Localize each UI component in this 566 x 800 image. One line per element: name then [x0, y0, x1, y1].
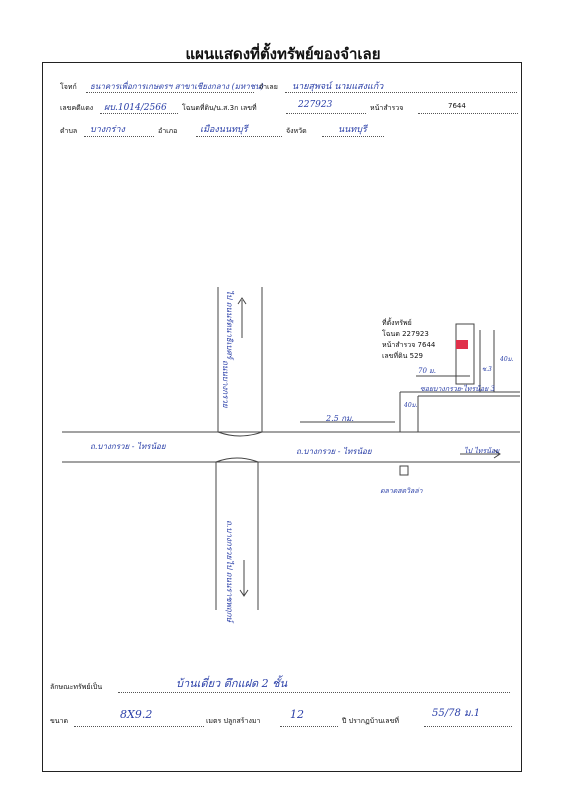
- subdistrict-line: [84, 136, 154, 137]
- plaintiff-label: โจทก์: [60, 83, 77, 91]
- survey-line: [418, 113, 518, 114]
- main-road-right-label: ถ.บางกรวย - ไทรน้อย: [296, 447, 372, 456]
- size-value: 8X9.2: [120, 708, 153, 721]
- house-number-line: [424, 726, 512, 727]
- survey-value: 7644: [448, 102, 466, 110]
- lane-a-label: 40ม.: [404, 402, 418, 409]
- year-label: ปี ปรากฏบ้านเลขที่: [342, 717, 399, 725]
- property-type-label: ลักษณะทรัพย์เป็น: [50, 683, 103, 691]
- property-type-value: บ้านเดี่ยว ตึกแฝด 2 ชั้น: [176, 677, 288, 690]
- survey-label: หน้าสำรวจ: [370, 104, 404, 112]
- subdistrict-label: ตำบล: [60, 127, 78, 135]
- south-arrow-head: [239, 589, 249, 597]
- lane-c-label: ซ.3: [482, 366, 492, 373]
- landmark-label: ตลาดสดวิลล่า: [380, 487, 423, 495]
- age-line: [280, 726, 338, 727]
- district-value: เมืองนนทบุรี: [200, 125, 248, 135]
- size-line: [74, 726, 204, 727]
- main-road-direction: ไป ไทรน้อย: [464, 447, 500, 455]
- defendant-value: นายสุพจน์ นามแสงแก้ว: [292, 82, 384, 92]
- road-south-name: ถ.บางกรวย: [225, 520, 234, 560]
- house-number-value: 55/78 ม.1: [432, 708, 481, 719]
- page-title: แผนแสดงที่ตั้งทรัพย์ของจำเลย: [185, 45, 381, 63]
- defendant-line: [285, 92, 517, 93]
- form-frame: [42, 62, 522, 772]
- road-north-direction: ไป ถนนรัตนาธิเบศร์: [225, 290, 234, 359]
- case-line: [100, 113, 178, 114]
- case-value: ผบ.1014/2566: [104, 103, 167, 113]
- road-south-direction: ไป ถนนราชพฤกษ์: [225, 560, 234, 622]
- size-label: ขนาด: [50, 717, 69, 725]
- property-note-4: เลขที่ดิน 529: [382, 352, 423, 360]
- soi-distance-label: 70 ม.: [418, 367, 436, 375]
- property-note-1: ที่ตั้งทรัพย์: [382, 319, 412, 327]
- meter-label: เมตร ปลูกสร้างมา: [206, 717, 261, 725]
- property-note-3: หน้าสำรวจ 7644: [382, 341, 436, 349]
- intersection-curve-top: [217, 431, 263, 437]
- age-value: 12: [290, 708, 304, 721]
- province-value: นนทบุรี: [338, 125, 367, 135]
- road-north-name: ถนนบางกรวย: [221, 360, 230, 408]
- deed-label: โฉนดที่ดิน/น.ส.3ก เลขที่: [182, 104, 257, 112]
- property-type-line: [118, 692, 510, 693]
- case-label: เลขคดีแดง: [60, 104, 94, 112]
- landmark-marker: [399, 465, 409, 476]
- distance-label: 2.5 กม.: [326, 414, 354, 423]
- property-marker: [456, 340, 468, 349]
- lane-b-label: 40ม.: [500, 356, 514, 363]
- province-line: [322, 136, 384, 137]
- north-arrow-head: [237, 297, 247, 305]
- intersection-curve-bottom: [215, 457, 259, 463]
- defendant-label: จำเลย: [259, 83, 278, 91]
- district-line: [196, 136, 282, 137]
- province-label: จังหวัด: [286, 127, 307, 135]
- district-label: อำเภอ: [158, 127, 178, 135]
- plaintiff-line: [86, 92, 254, 93]
- deed-line: [286, 113, 366, 114]
- property-note-2: โฉนด 227923: [382, 330, 429, 338]
- subdistrict-value: บางกร่าง: [90, 125, 125, 135]
- main-road-left-label: ถ.บางกรวย - ไทรน้อย: [90, 442, 166, 451]
- plaintiff-value: ธนาคารเพื่อการเกษตรฯ สาขาเชียงกลาง (มหาช…: [90, 82, 264, 91]
- soi-name-label: ซอยบางกรวย-ไทรน้อย 3: [420, 385, 495, 393]
- deed-value: 227923: [298, 100, 333, 110]
- property-plot: [455, 323, 475, 385]
- east-arrow-head: [493, 449, 501, 459]
